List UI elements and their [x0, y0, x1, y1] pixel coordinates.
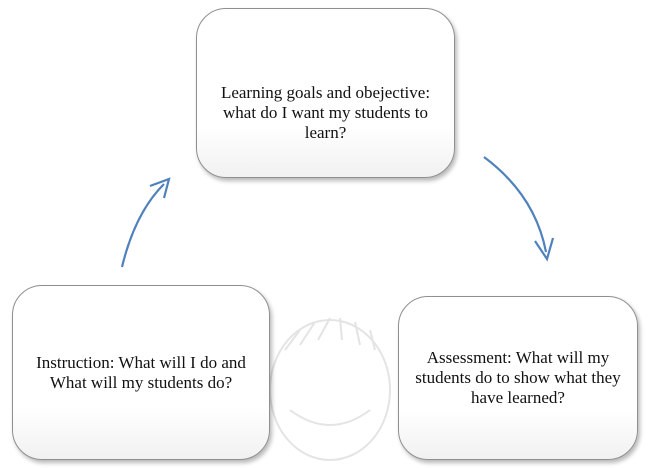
node-instruction: Instruction: What will I do and What wil… [12, 285, 270, 460]
node-assessment-text: Assessment: What will my students do to … [415, 348, 621, 407]
arrowhead-instruction-to-goals [149, 177, 171, 199]
node-learning-goals: Learning goals and obejective: what do I… [196, 8, 455, 178]
arrow-goals-to-assessment [483, 156, 548, 253]
node-learning-goals-text: Learning goals and obejective: what do I… [220, 83, 431, 142]
node-instruction-text: Instruction: What will I do and What wil… [36, 352, 246, 392]
node-assessment: Assessment: What will my students do to … [398, 296, 638, 460]
arrowhead-goals-to-assessment [534, 237, 555, 262]
arrow-instruction-to-goals [120, 183, 165, 268]
